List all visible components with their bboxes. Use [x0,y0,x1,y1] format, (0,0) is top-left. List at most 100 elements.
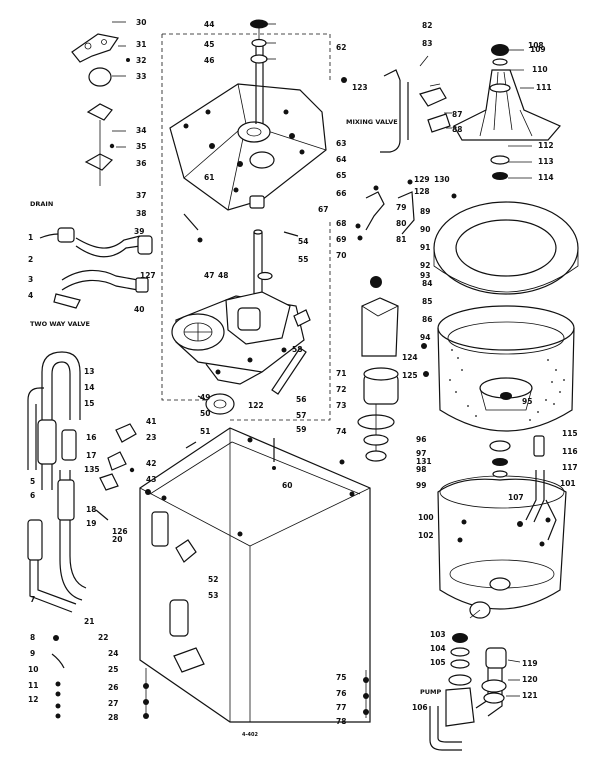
small-hardware [51,77,429,719]
part-number: 43 [146,475,156,484]
part-number: 101 [560,479,576,488]
part-number: 59 [296,425,306,434]
part-number: 20 [112,535,122,544]
part-number: 58 [292,345,302,354]
part-number: 34 [136,126,146,135]
part-number: 80 [396,219,406,228]
part-number: 113 [538,157,554,166]
part-number: 33 [136,72,146,81]
part-number: 25 [108,665,118,674]
part-number: 7 [30,595,35,604]
part-number: 45 [204,40,214,49]
left-hoses [27,351,87,613]
part-number: 48 [218,271,228,280]
part-number: 9 [30,649,35,658]
part-number: 24 [108,649,118,658]
part-number: 123 [352,83,368,92]
leader-lines [112,21,534,697]
outer-tub [437,440,567,619]
part-number: 99 [416,481,426,490]
part-number: 83 [422,39,432,48]
part-number: 102 [418,531,434,540]
part-number: 17 [86,451,96,460]
part-number: 19 [86,519,96,528]
part-number: 66 [336,189,346,198]
part-number: 75 [336,673,346,682]
part-number: 125 [402,371,418,380]
footer-code: 4-402 [242,732,259,738]
part-number: 55 [298,255,308,264]
part-number: 100 [418,513,434,522]
part-number: 98 [416,465,426,474]
part-number: 46 [204,56,214,65]
part-number: 68 [336,219,346,228]
part-number: 23 [146,433,156,442]
part-number: 8 [30,633,35,642]
part-number: 130 [434,175,450,184]
part-number: 57 [296,411,306,420]
part-number: 15 [84,399,94,408]
part-number: 117 [562,463,578,472]
wash-basket [437,305,575,432]
part-number: 104 [430,644,446,653]
part-number: 52 [208,575,218,584]
part-number: 116 [562,447,578,456]
part-number: 69 [336,235,346,244]
part-number: 14 [84,383,94,392]
part-number: 105 [430,658,446,667]
part-number: 32 [136,56,146,65]
part-number: 97 [416,449,426,458]
part-number: 42 [146,459,156,468]
motor-pump-stack [339,276,399,465]
part-number: 73 [336,401,346,410]
agitator [453,44,561,180]
part-number: 89 [420,207,430,216]
part-number: 126 [112,527,128,536]
part-number: 78 [336,717,346,726]
part-number: 4 [28,291,33,300]
part-number: 122 [248,401,264,410]
part-number: 81 [396,235,406,244]
part-number: 38 [136,209,146,218]
part-number: 49 [200,393,210,402]
part-number: 21 [84,617,94,626]
drain-label: DRAIN [30,200,53,208]
part-number: 61 [204,173,214,182]
part-number: 37 [136,191,146,200]
part-number: 106 [412,703,428,712]
part-number: 56 [296,395,306,404]
part-number: 11 [28,681,38,690]
part-number: 103 [430,630,446,639]
part-number: 87 [452,110,462,119]
part-number: 88 [452,125,462,134]
part-number: 72 [336,385,346,394]
part-number: 111 [536,83,552,92]
drain-hose-group [39,227,153,309]
part-number: 77 [336,703,346,712]
part-number: 120 [522,675,538,684]
part-number: 41 [146,417,156,426]
part-number: 39 [134,227,144,236]
part-number: 124 [402,353,418,362]
top-cover-plate [169,19,327,211]
part-number-labels: 1 2 3 4 5 6 7 8 9 10 11 12 13 14 15 16 1… [28,18,578,726]
part-number: 108 [528,41,544,50]
basket-perforations [449,349,565,421]
part-number: 76 [336,689,346,698]
part-number: 10 [28,665,38,674]
part-number: 63 [336,139,346,148]
part-number: 90 [420,225,430,234]
part-number: 35 [136,142,146,151]
part-number: 53 [208,591,218,600]
tub-ring [433,201,579,295]
right-small-parts [517,435,557,541]
part-number: 127 [140,271,156,280]
top-left-bracket [71,33,130,186]
part-number: 84 [422,279,432,288]
part-number: 64 [336,155,346,164]
mixing-valve-area [355,69,457,241]
two-way-valve-label: TWO WAY VALVE [30,320,90,328]
part-number: 18 [86,505,96,514]
part-number: 50 [200,409,210,418]
part-number: 22 [98,633,108,642]
